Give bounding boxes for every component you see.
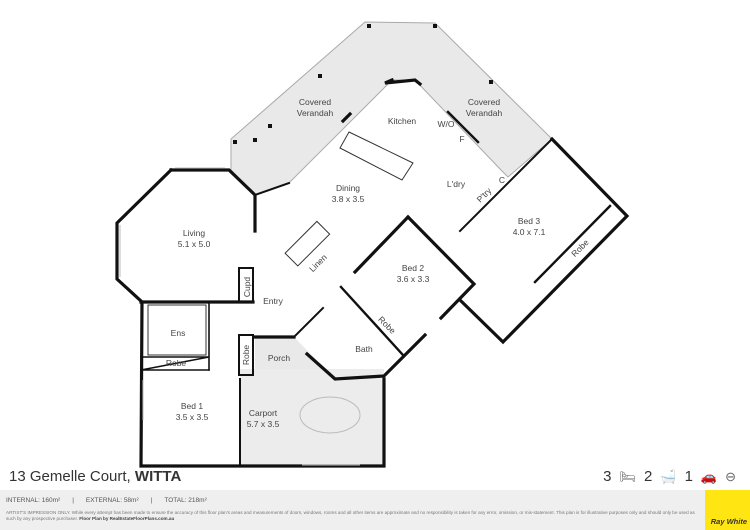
walls (115, 77, 630, 468)
living-dims: 5.1 x 5.0 (178, 239, 211, 249)
bed3-dims: 4.0 x 7.1 (513, 227, 546, 237)
floor-plan: Covered Verandah Covered Verandah Kitche… (115, 21, 630, 468)
area-summary: INTERNAL: 160m² | EXTERNAL: 58m² | TOTAL: 21… (6, 497, 207, 504)
logo-text: Ray White (710, 517, 747, 526)
living-label: Living (183, 228, 205, 238)
ensuite-label: Ens (171, 328, 186, 338)
bed2-robe-label: Robe (376, 314, 398, 336)
verandah-right-label: Covered (468, 97, 500, 107)
kitchen-label: Kitchen (388, 116, 417, 126)
disclaimer-text: ARTIST'S IMPRESSION ONLY. While every at… (6, 510, 695, 521)
bed3-label: Bed 3 (518, 216, 540, 226)
ray-white-logo: Ray White (705, 490, 750, 530)
entry-label: Entry (263, 296, 284, 306)
total-area: TOTAL: 218m² (164, 497, 207, 504)
pantry-label: P'try (475, 185, 494, 204)
footer-band (0, 490, 705, 530)
car-icon: 🚗 (700, 468, 718, 484)
dining-dims: 3.8 x 3.5 (332, 194, 365, 204)
fixtures (119, 131, 414, 466)
bed1-robe-label: Robe (166, 358, 187, 368)
disclaimer: ARTIST'S IMPRESSION ONLY. While every at… (6, 510, 696, 522)
internal-area: INTERNAL: 160m² (6, 497, 61, 504)
bed-icon: 🛏 (619, 468, 637, 484)
bedroom-count: 3 (603, 468, 612, 485)
bath-label: Bath (355, 344, 373, 354)
cupd-label: Cupd (242, 277, 252, 298)
bed2-dims: 3.6 x 3.3 (397, 274, 430, 284)
carport-dims: 5.7 x 3.5 (247, 419, 280, 429)
verandah-right-label-2: Verandah (466, 108, 503, 118)
bed1-label: Bed 1 (181, 401, 203, 411)
laundry-label: L'dry (447, 179, 466, 189)
walk-in-label: W/O (438, 119, 455, 129)
verandah-posts (233, 24, 493, 144)
cupboard-c-label: C (499, 175, 505, 185)
bathroom-count: 2 (644, 468, 653, 485)
street: 13 Gemelle Court, (9, 468, 131, 485)
bed2-label: Bed 2 (402, 263, 424, 273)
car-count: 1 (684, 468, 693, 485)
carport-label: Carport (249, 408, 278, 418)
bed1-dims: 3.5 x 3.5 (176, 412, 209, 422)
suburb: WITTA (134, 468, 182, 485)
external-area: EXTERNAL: 58m² (85, 497, 139, 504)
porch-label: Porch (268, 353, 290, 363)
separator: | (72, 497, 74, 504)
linen-label: Linen (307, 252, 329, 274)
verandah-left-label-2: Verandah (297, 108, 334, 118)
fridge-label: F (459, 134, 464, 144)
dining-label: Dining (336, 183, 360, 193)
covered-verandah-area (230, 21, 553, 196)
property-features: 3 🛏 2 🛁 1 🚗 ⊖ (603, 468, 736, 485)
bath-icon: 🛁 (660, 468, 677, 484)
floorplan-credit: Floor Plan by RealEstateFloorPlans.com.a… (79, 516, 175, 521)
property-address: 13 Gemelle Court, WITTA (9, 468, 181, 485)
separator: | (150, 497, 153, 504)
verandah-left-label: Covered (299, 97, 331, 107)
porch-area (255, 337, 335, 379)
entry-robe-label: Robe (241, 345, 251, 366)
compass-icon: ⊖ (725, 468, 736, 484)
